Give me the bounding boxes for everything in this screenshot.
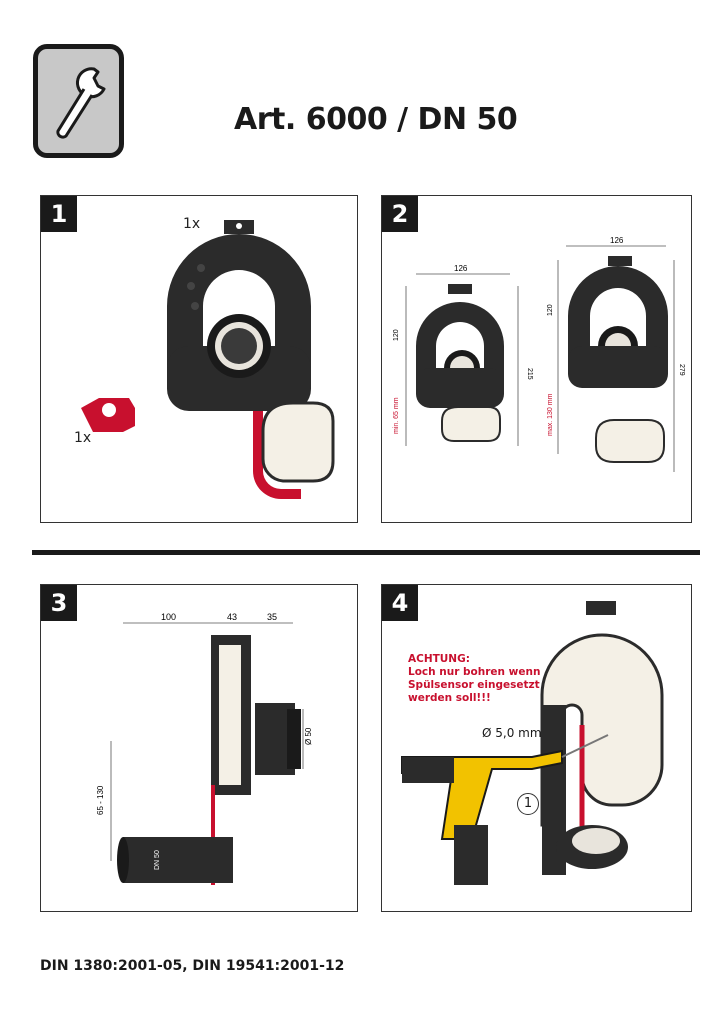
- norms-footer: DIN 1380:2001-05, DIN 19541:2001-12: [40, 958, 345, 974]
- svg-text:120: 120: [547, 304, 554, 316]
- step-panel-4: 4 ACHTUNG: Loch nur bohren wenn Spülsens…: [381, 584, 692, 912]
- step-number: 1: [41, 196, 77, 232]
- warning-note: ACHTUNG: Loch nur bohren wenn Spülsensor…: [408, 653, 541, 704]
- svg-text:100: 100: [161, 612, 176, 622]
- svg-text:Ø 50: Ø 50: [304, 727, 313, 745]
- svg-text:120: 120: [393, 329, 400, 341]
- step-panel-1: 1 1x 1x: [40, 195, 358, 523]
- svg-text:126: 126: [610, 236, 624, 245]
- svg-text:43: 43: [227, 612, 237, 622]
- tool-badge: [33, 44, 124, 158]
- step-number: 2: [382, 196, 418, 232]
- svg-text:DN 50: DN 50: [154, 850, 161, 870]
- drill-size-label: Ø 5,0 mm: [482, 726, 542, 740]
- svg-text:215: 215: [526, 368, 533, 380]
- step-number: 3: [41, 585, 77, 621]
- siphon-illustration: [81, 220, 335, 499]
- svg-text:min. 65 mm: min. 65 mm: [393, 397, 400, 434]
- dim-width-small: 126: [454, 264, 468, 273]
- section-divider: [32, 550, 700, 555]
- step-panel-3: 3 100 43 35 DN 50 Ø 50 65 - 130: [40, 584, 358, 912]
- quantity-label-clip: 1x: [74, 430, 92, 446]
- svg-text:65 - 130: 65 - 130: [96, 785, 105, 815]
- svg-text:35: 35: [267, 612, 277, 622]
- svg-text:279: 279: [678, 364, 685, 376]
- page-title: Art. 6000 / DN 50: [234, 102, 518, 137]
- step-panel-2: 2 126 120 min. 65 mm 215 126 12: [381, 195, 692, 523]
- drilling-illustration: [401, 601, 664, 885]
- side-view-diagram: 100 43 35 DN 50 Ø 50 65 - 130: [96, 612, 313, 885]
- callout-number: 1: [517, 793, 539, 815]
- dimension-diagram: 126 120 min. 65 mm 215 126 120 max. 130 …: [393, 236, 685, 472]
- wrench-icon: [56, 67, 106, 139]
- quantity-label-trap: 1x: [183, 216, 201, 232]
- step-number: 4: [382, 585, 418, 621]
- svg-text:max. 130 mm: max. 130 mm: [547, 393, 554, 436]
